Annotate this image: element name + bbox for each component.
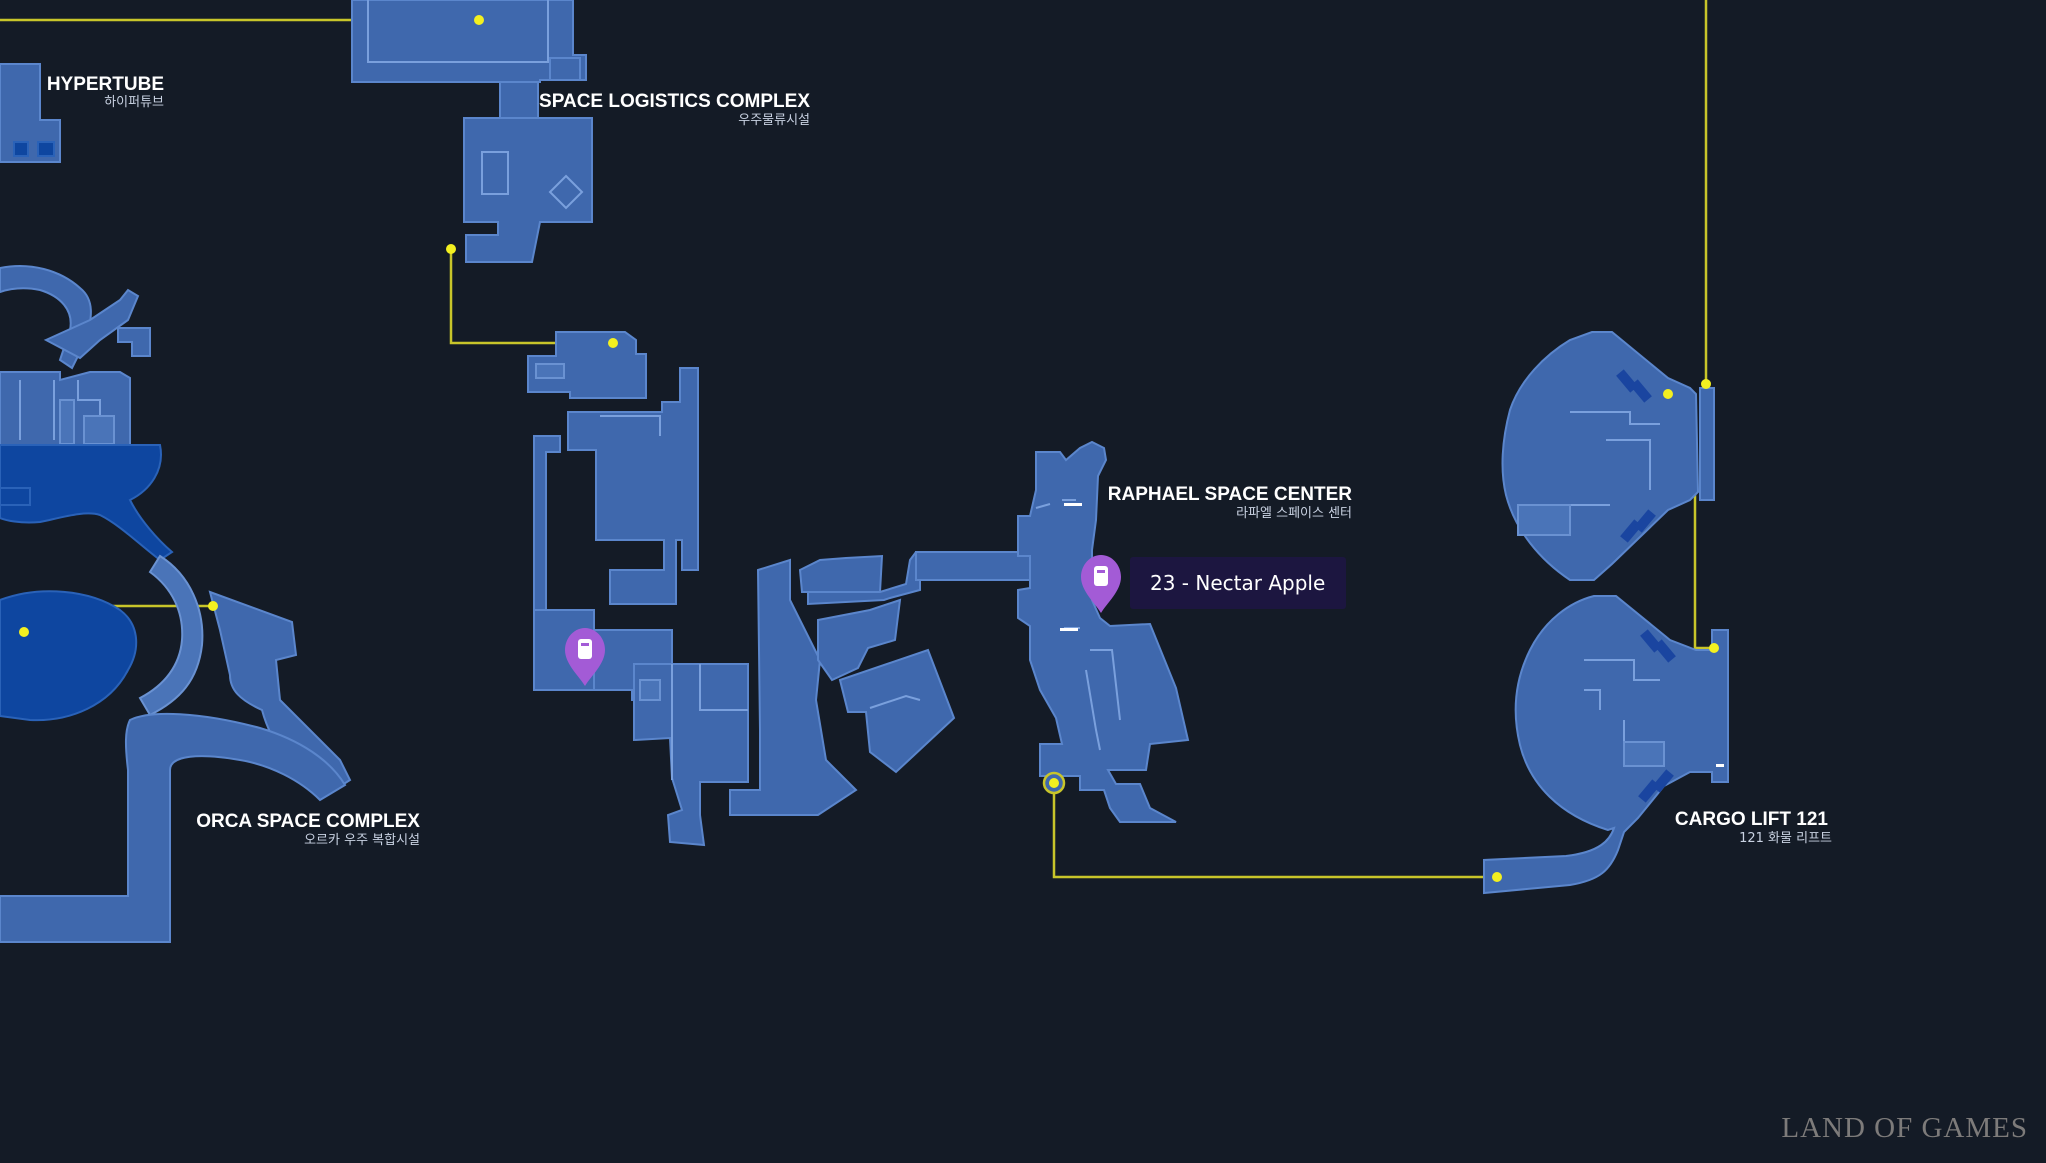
space-logistics-label: SPACE LOGISTICS COMPLEX bbox=[539, 91, 810, 112]
route-node bbox=[208, 601, 218, 611]
route-node bbox=[474, 15, 484, 25]
route-line-logistics bbox=[449, 249, 613, 345]
location-labels: HYPERTUBE 하이퍼튜브 SPACE LOGISTICS COMPLEX … bbox=[47, 74, 1832, 848]
route-line-raphael-cargo bbox=[1052, 783, 1497, 879]
cargo-lift-structure bbox=[1483, 331, 1729, 895]
route-nodes bbox=[19, 15, 1719, 882]
hypertube-label-ko: 하이퍼튜브 bbox=[104, 95, 164, 110]
route-node bbox=[1709, 643, 1719, 653]
orca-structure bbox=[0, 265, 352, 943]
raphael-label-ko: 라파엘 스페이스 센터 bbox=[1236, 506, 1352, 521]
raphael-label: RAPHAEL SPACE CENTER bbox=[1108, 484, 1352, 505]
marker-tooltip: 23 - Nectar Apple bbox=[1130, 557, 1346, 609]
watermark: LAND OF GAMES bbox=[1781, 1112, 2028, 1144]
route-node bbox=[1049, 778, 1059, 788]
route-node bbox=[446, 244, 456, 254]
raphael-structure bbox=[1017, 440, 1190, 823]
route-node bbox=[608, 338, 618, 348]
cargo-lift-label: CARGO LIFT 121 bbox=[1675, 809, 1829, 830]
cargo-lift-label-ko: 121 화물 리프트 bbox=[1739, 831, 1832, 846]
central-structure bbox=[527, 331, 1042, 847]
orca-label-ko: 오르카 우주 복합시설 bbox=[304, 833, 420, 848]
hypertube-label: HYPERTUBE bbox=[47, 74, 164, 95]
tooltip-text: 23 - Nectar Apple bbox=[1150, 571, 1325, 595]
space-logistics-structure bbox=[351, 0, 593, 263]
route-node bbox=[1663, 389, 1673, 399]
orca-label: ORCA SPACE COMPLEX bbox=[196, 811, 420, 832]
can-icon bbox=[1094, 566, 1108, 586]
map-marker-nectar-apple[interactable] bbox=[1081, 555, 1121, 613]
hypertube-structure bbox=[0, 63, 61, 163]
route-node bbox=[1701, 379, 1711, 389]
map-marker-collectible[interactable] bbox=[565, 628, 605, 686]
route-node bbox=[19, 627, 29, 637]
stairs bbox=[1616, 369, 1656, 543]
space-logistics-label-ko: 우주물류시설 bbox=[738, 113, 810, 128]
route-node bbox=[1492, 872, 1502, 882]
can-icon bbox=[578, 639, 592, 659]
